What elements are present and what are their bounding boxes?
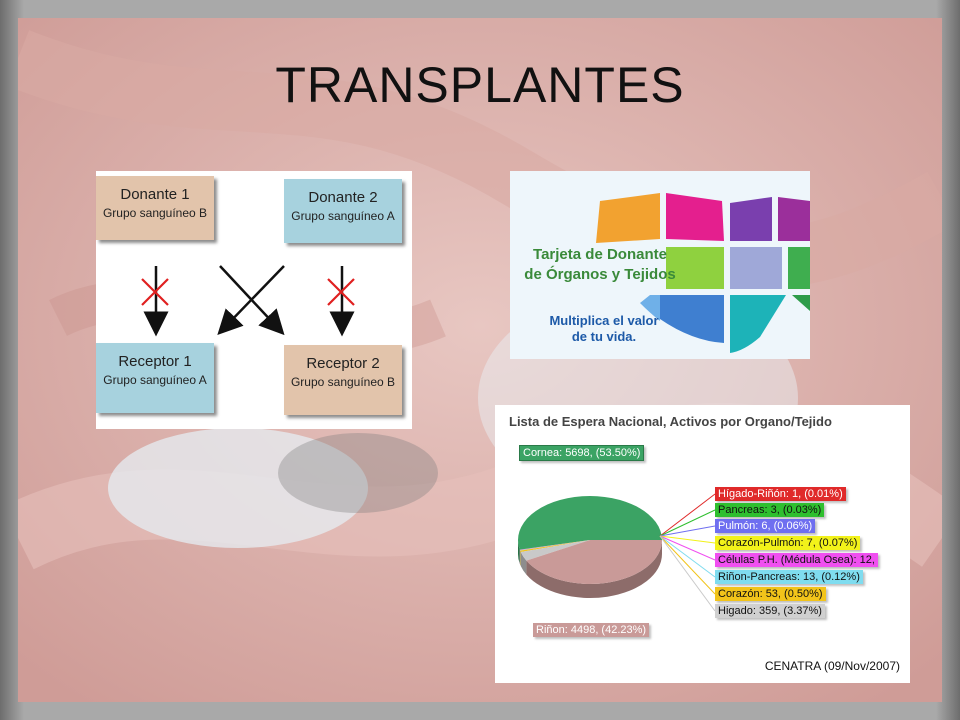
- x-mark-right: [327, 278, 355, 306]
- donor-2-box: Donante 2 Grupo sanguíneo A: [284, 179, 402, 243]
- recipient-1-label: Receptor 1: [118, 353, 192, 370]
- pie-slice-cornea: [518, 495, 662, 550]
- card-title: Tarjeta de Donante de Órganos y Tejidos: [524, 246, 676, 283]
- card-slogan: Multiplica el valor de tu vida.: [549, 313, 659, 344]
- leader-line-7: [659, 535, 716, 595]
- recipient-1-box: Receptor 1 Grupo sanguíneo A: [96, 343, 214, 413]
- donor-card: Tarjeta de Donante de Órganos y Tejidos …: [510, 171, 810, 359]
- label-corazon-pulmon: Corazón-Pulmón: 7, (0.07%): [715, 536, 861, 550]
- blood-group-diagram: Donante 1 Grupo sanguíneo B Donante 2 Gr…: [96, 171, 412, 429]
- label-rinon-pancreas: Riñon-Pancreas: 13, (0.12%): [715, 570, 863, 584]
- recipient-1-group: Grupo sanguíneo A: [103, 373, 207, 387]
- pie-slice-coraz-n-pulm-n: [519, 540, 590, 551]
- pie-slice-pancreas: [519, 540, 590, 550]
- label-pulmon: Pulmón: 6, (0.06%): [715, 519, 816, 533]
- label-cornea: Cornea: 5698, (53.50%): [519, 445, 645, 461]
- label-celulas: Células P.H. (Médula Osea): 12,: [715, 553, 878, 567]
- pie-slice-higado: [520, 540, 590, 561]
- pie-side-higado: [520, 551, 527, 575]
- label-pancreas: Pancreas: 3, (0.03%): [715, 503, 825, 517]
- pie-slice-ri-on-pancreas: [520, 540, 590, 551]
- leader-line-2: [659, 509, 716, 537]
- arrow-donor1-recipient2: [219, 265, 285, 336]
- pie-slice-coraz-n: [520, 540, 590, 552]
- leader-line-1: [659, 493, 716, 537]
- leader-line-5: [659, 535, 716, 561]
- label-higado-rinon: Hígado-Riñón: 1, (0.01%): [715, 487, 846, 501]
- pie-side-ri-on: [526, 540, 662, 598]
- pie-svg: [518, 493, 716, 612]
- diagram-arrows: [141, 265, 355, 337]
- donor-1-group: Grupo sanguíneo B: [102, 206, 208, 220]
- x-mark-left: [141, 278, 169, 306]
- pie-slice-pulm-n: [519, 540, 590, 550]
- label-corazon: Corazón: 53, (0.50%): [715, 587, 826, 601]
- label-rinon: Riñon: 4498, (42.23%): [533, 623, 650, 637]
- waitlist-pie-chart: Lista de Espera Nacional, Activos por Or…: [495, 405, 910, 683]
- donor-2-label: Donante 2: [308, 189, 378, 206]
- recipient-2-group: Grupo sanguíneo B: [290, 375, 396, 389]
- chart-title: Lista de Espera Nacional, Activos por Or…: [509, 414, 832, 429]
- label-higado: Higado: 359, (3.37%): [715, 604, 825, 618]
- slide-title: TRANSPLANTES: [275, 57, 685, 113]
- chart-source: CENATRA (09/Nov/2007): [764, 659, 900, 673]
- pie-slice-c-lulas-p-h-m-dula-osea-: [519, 540, 590, 551]
- heart-mosaic-logo: [510, 171, 810, 359]
- donor-1-box: Donante 1 Grupo sanguíneo B: [96, 176, 214, 240]
- donor-1-label: Donante 1: [120, 186, 190, 203]
- recipient-2-label: Receptor 2: [306, 355, 380, 372]
- pie-slice-ri-on: [526, 540, 662, 584]
- recipient-2-box: Receptor 2 Grupo sanguíneo B: [284, 345, 402, 415]
- pie-side-cornea: [518, 540, 520, 564]
- leader-line-3: [659, 525, 716, 537]
- pie-side-coraz-n: [520, 550, 521, 566]
- arrow-donor2-recipient1: [217, 265, 285, 335]
- leader-line-8: [659, 535, 716, 612]
- pie-slice-h-gado-ri-n: [519, 540, 590, 550]
- leader-line-4: [659, 535, 716, 544]
- donor-2-group: Grupo sanguíneo A: [291, 209, 395, 223]
- leader-line-6: [659, 535, 716, 578]
